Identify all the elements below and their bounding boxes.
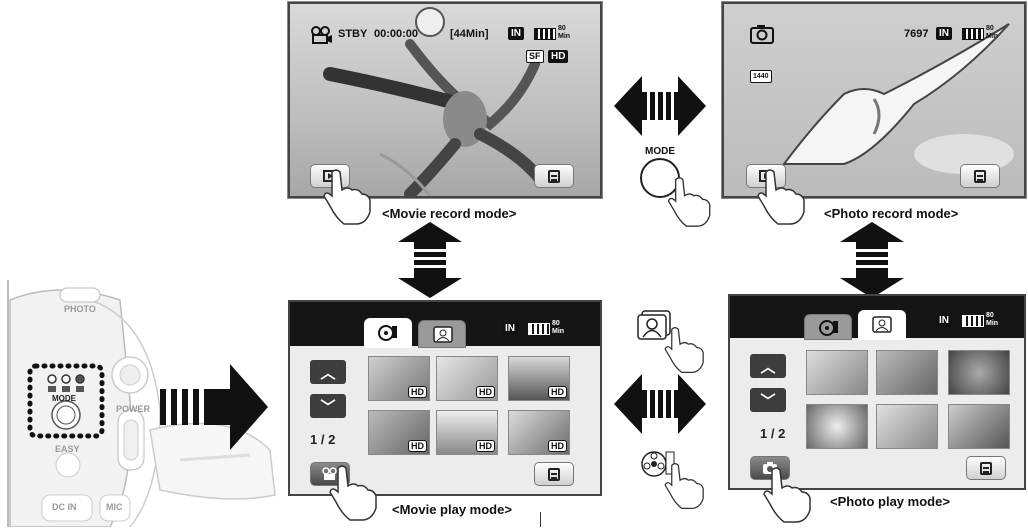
page-up-button[interactable]: ︿ [750, 354, 786, 378]
image-size-badge: 1440 [750, 70, 772, 83]
photo-play-screen: IN 80 Min ︿ ﹀ 1 / 2 [728, 294, 1026, 490]
photo-thumbnail-icon [433, 326, 453, 344]
movie-thumbnail-icon [378, 324, 398, 342]
battery-minutes-unit: Min [986, 33, 998, 40]
photo-thumbnail[interactable] [806, 350, 868, 395]
camcorder-dcin-label: DC IN [52, 502, 77, 512]
menu-button[interactable] [534, 164, 574, 188]
photo-thumbnail-icon [872, 316, 892, 334]
page-indicator: 1 / 2 [760, 426, 785, 441]
chevron-up-icon: ︿ [760, 356, 775, 377]
storage-internal-badge: IN [508, 27, 524, 40]
photo-thumbnail[interactable] [948, 350, 1010, 395]
menu-icon [980, 462, 992, 475]
storage-internal-badge: IN [936, 314, 952, 327]
battery-minutes-unit: Min [558, 33, 570, 40]
camcorder-mode-label: MODE [52, 394, 76, 403]
menu-button[interactable] [960, 164, 1000, 188]
menu-button[interactable] [534, 462, 574, 486]
caption-photo-play: <Photo play mode> [830, 494, 950, 509]
caption-movie-play: <Movie play mode> [392, 502, 512, 517]
battery-icon [962, 315, 984, 327]
photo-thumbnail[interactable] [876, 350, 938, 395]
camcorder-photo-label: PHOTO [64, 304, 96, 314]
hand-pointer-icon [318, 168, 378, 226]
mode-label: MODE [645, 146, 675, 157]
movie-thumbnail[interactable]: HD [368, 356, 430, 401]
tab-movie[interactable] [804, 314, 852, 340]
shots-remaining: 7697 [904, 28, 928, 40]
page-down-button[interactable]: ﹀ [750, 388, 786, 412]
menu-icon [548, 170, 560, 183]
hand-pointer-icon [660, 326, 710, 374]
movie-thumbnail[interactable]: HD [508, 410, 570, 455]
page-down-button[interactable]: ﹀ [310, 394, 346, 418]
photo-camera-icon [750, 24, 774, 44]
battery-minutes-unit: Min [986, 320, 998, 327]
quality-badge: SF [526, 50, 544, 63]
photo-thumbnail[interactable] [948, 404, 1010, 449]
tab-photo[interactable] [418, 320, 466, 348]
battery-minutes-value: 80 [558, 25, 566, 32]
camcorder-mic-label: MIC [106, 502, 123, 512]
tab-movie[interactable] [364, 318, 412, 348]
arrow-to-movie-play [160, 362, 270, 452]
chevron-up-icon: ︿ [320, 362, 335, 383]
hand-pointer-icon [752, 168, 812, 226]
photo-thumbnail[interactable] [806, 404, 868, 449]
movie-thumbnail[interactable]: HD [436, 356, 498, 401]
menu-icon [974, 170, 986, 183]
hand-pointer-icon [660, 462, 710, 510]
battery-icon [534, 28, 556, 40]
caption-movie-record: <Movie record mode> [382, 206, 516, 221]
record-status: STBY [338, 28, 367, 40]
arrow-movie-record-play [398, 222, 462, 298]
movie-thumbnail[interactable]: HD [508, 356, 570, 401]
menu-button[interactable] [966, 456, 1006, 480]
hand-pointer-icon [758, 466, 818, 524]
hd-badge: HD [476, 440, 495, 452]
hand-pointer-icon [324, 464, 384, 522]
storage-internal-badge: IN [936, 27, 952, 40]
hand-pointer-icon [662, 176, 718, 228]
battery-icon [528, 323, 550, 335]
page-indicator: 1 / 2 [310, 432, 335, 447]
storage-internal-badge: IN [502, 322, 518, 335]
battery-minutes-value: 80 [986, 25, 994, 32]
tab-photo[interactable] [858, 310, 906, 340]
movie-thumbnail-icon [819, 319, 839, 337]
remaining-time: [44Min] [450, 28, 489, 40]
chevron-down-icon: ﹀ [760, 390, 775, 411]
arrow-movie-photo-record [614, 74, 706, 138]
photo-thumbnail[interactable] [876, 404, 938, 449]
hd-badge: HD [476, 386, 495, 398]
hd-badge: HD [548, 440, 567, 452]
arrow-photo-record-play [840, 222, 904, 298]
hd-badge: HD [408, 386, 427, 398]
battery-minutes-value: 80 [552, 320, 560, 327]
arrow-movie-photo-play [614, 372, 706, 436]
battery-icon [962, 28, 984, 40]
camcorder-easy-label: EASY [55, 444, 80, 454]
chevron-down-icon: ﹀ [320, 396, 335, 417]
movie-thumbnail[interactable]: HD [368, 410, 430, 455]
battery-minutes-value: 80 [986, 312, 994, 319]
timecode: 00:00:00 [374, 28, 418, 40]
menu-icon [548, 468, 560, 481]
hd-badge: HD [408, 440, 427, 452]
movie-camera-icon [310, 26, 334, 44]
caption-photo-record: <Photo record mode> [824, 206, 958, 221]
divider-tick [540, 512, 541, 527]
hd-badge: HD [548, 386, 567, 398]
movie-thumbnail[interactable]: HD [436, 410, 498, 455]
resolution-hd-badge: HD [548, 50, 568, 63]
camcorder-power-label: POWER [116, 404, 150, 414]
battery-minutes-unit: Min [552, 328, 564, 335]
page-up-button[interactable]: ︿ [310, 360, 346, 384]
